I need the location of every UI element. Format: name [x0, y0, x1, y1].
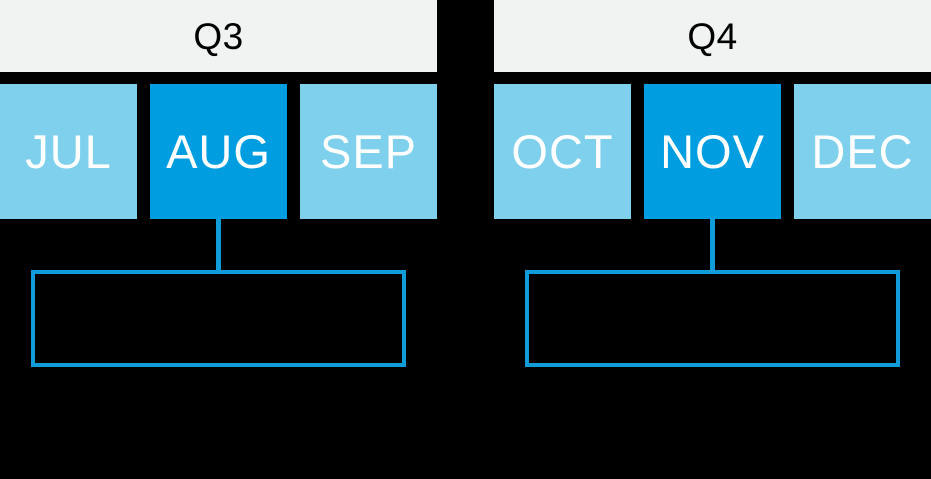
month-label: AUG	[166, 125, 271, 178]
month-label: SEP	[319, 125, 418, 178]
month-cell-dec: DEC	[794, 84, 931, 219]
month-cell-aug: AUG	[150, 84, 287, 219]
quarter-label: Q4	[687, 15, 738, 57]
quarter-section-q4: Q4 OCT NOV DEC	[494, 0, 931, 479]
month-row-q3: JUL AUG SEP	[0, 84, 437, 219]
month-label: NOV	[660, 125, 765, 178]
month-label: DEC	[811, 125, 914, 178]
month-label: JUL	[25, 125, 112, 178]
month-label: OCT	[511, 125, 614, 178]
month-row-q4: OCT NOV DEC	[494, 84, 931, 219]
quarter-header-q4: Q4	[494, 0, 931, 72]
month-cell-sep: SEP	[300, 84, 437, 219]
callout-box-aug	[31, 270, 406, 367]
month-cell-oct: OCT	[494, 84, 631, 219]
month-cell-jul: JUL	[0, 84, 137, 219]
quarter-section-q3: Q3 JUL AUG SEP	[0, 0, 437, 479]
quarter-header-q3: Q3	[0, 0, 437, 72]
connector-line-aug	[216, 219, 221, 270]
connector-line-nov	[710, 219, 715, 270]
month-cell-nov: NOV	[644, 84, 781, 219]
quarter-label: Q3	[193, 15, 244, 57]
callout-box-nov	[525, 270, 900, 367]
